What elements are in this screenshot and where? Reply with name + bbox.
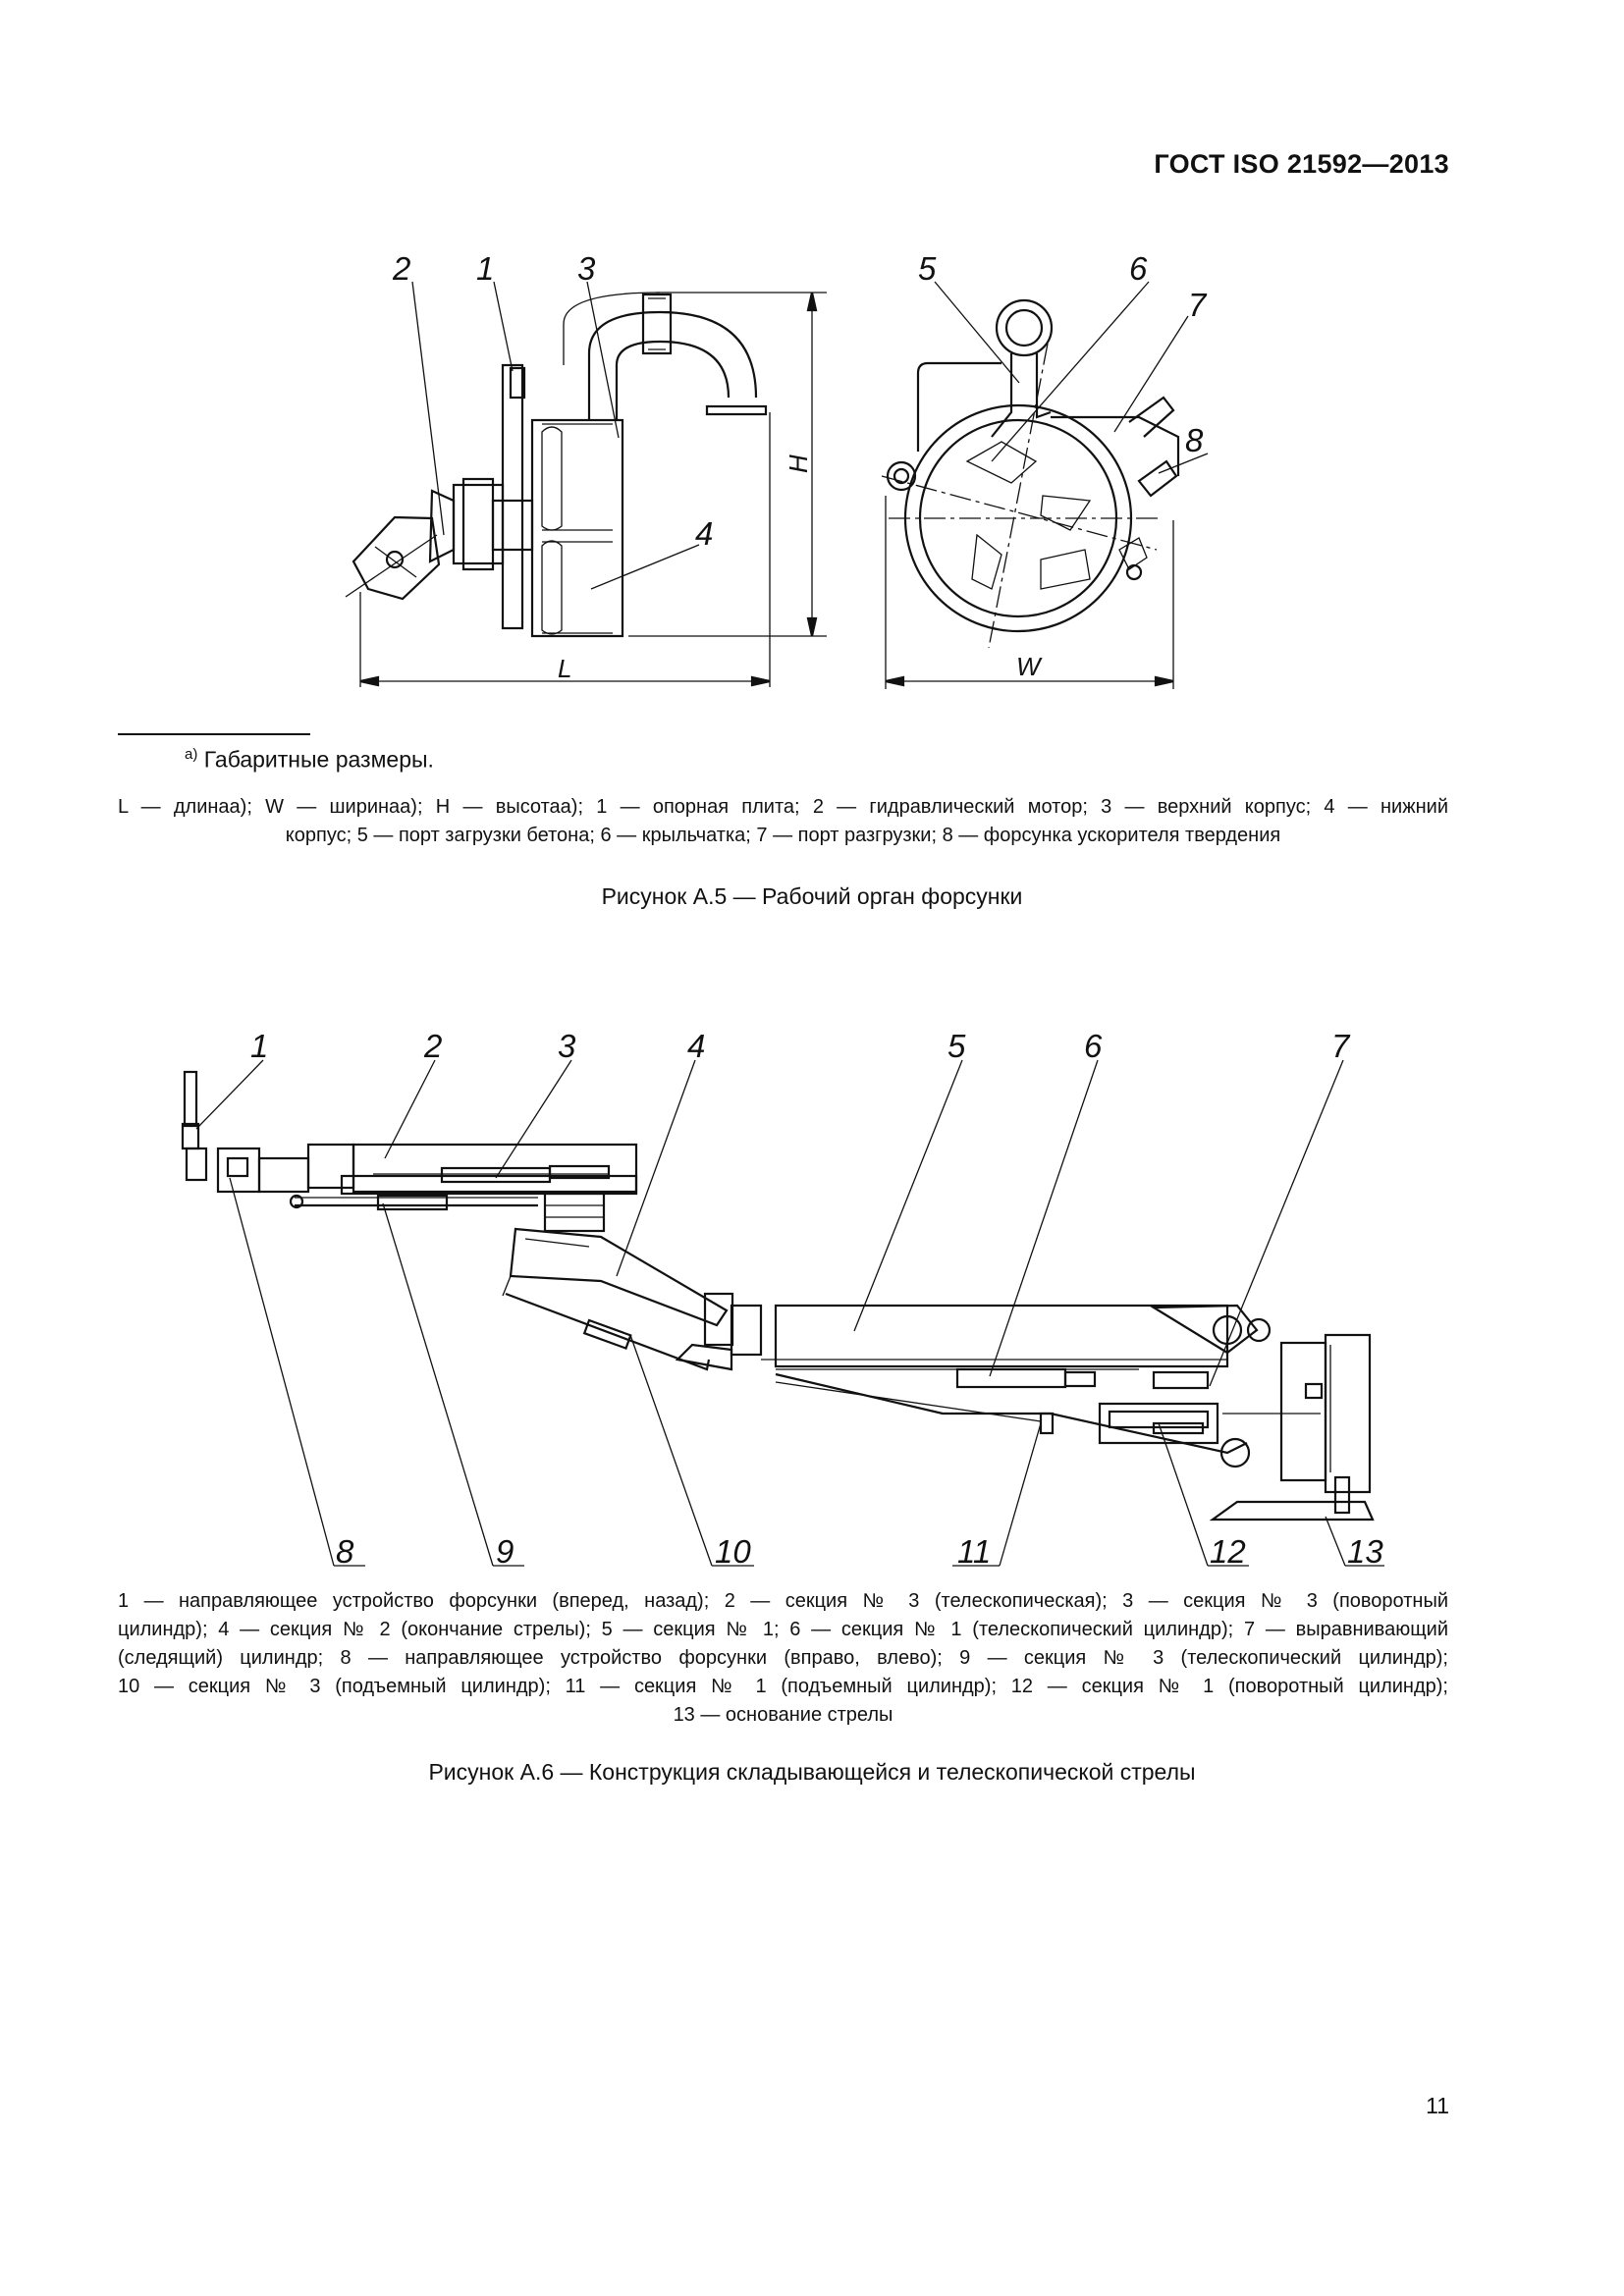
callout-a6-6: 6 <box>1084 1028 1103 1064</box>
callout-a6-8: 8 <box>336 1533 354 1570</box>
callout-1: 1 <box>476 250 494 287</box>
figure-a6-caption: Рисунок А.6 — Конструкция складывающейся… <box>428 1759 1196 1785</box>
callout-a6-12: 12 <box>1210 1533 1246 1570</box>
dim-length-label: L <box>558 654 571 683</box>
callout-a6-10: 10 <box>715 1533 751 1570</box>
callout-2: 2 <box>392 250 410 287</box>
footnote-separator <box>118 733 310 735</box>
callout-a6-3: 3 <box>558 1028 576 1064</box>
figure-a5-caption: Рисунок А.5 — Рабочий орган форсунки <box>601 883 1023 909</box>
legend-a5-line-2: корпус; 5 — порт загрузки бетона; 6 — кр… <box>285 825 1281 846</box>
callout-a6-1: 1 <box>250 1028 268 1064</box>
callout-4: 4 <box>695 515 713 552</box>
callout-a6-5: 5 <box>947 1028 966 1064</box>
footnote-text: Габаритные размеры. <box>203 746 434 773</box>
legend-a5-line-1: L — длинаа); W — ширинаа); H — высотаа);… <box>118 796 1448 818</box>
callout-3: 3 <box>577 250 596 287</box>
legend-a6: 1 — направляющее устройство форсунки (вп… <box>118 1587 1448 1730</box>
callout-a6-2: 2 <box>423 1028 442 1064</box>
legend-a6-line-5: 13 — основание стрелы <box>673 1704 893 1726</box>
legend-a6-line-1: 1 — направляющее устройство форсунки (вп… <box>118 1590 1448 1612</box>
dim-width-label: W <box>1016 652 1043 681</box>
legend-a6-line-2: цилиндр); 4 — секция № 2 (окончание стре… <box>118 1619 1448 1640</box>
figure-a5-side-view: 2 1 3 4 L H <box>345 250 827 687</box>
figure-a6-boom: 1 2 3 4 5 6 7 8 9 10 11 12 13 <box>181 1028 1384 1570</box>
callout-5: 5 <box>918 250 937 287</box>
footnote: а) Габаритные размеры. <box>185 746 434 774</box>
legend-a6-line-3: (следящий) цилиндр; 8 — направляющее уст… <box>118 1647 1448 1669</box>
figure-a5-front-view: 5 6 7 8 W <box>881 250 1209 689</box>
document-header: ГОСТ ISO 21592—2013 <box>1154 149 1449 179</box>
legend-a6-line-4: 10 — секция № 3 (подъемный цилиндр); 11 … <box>118 1676 1448 1697</box>
callout-a6-9: 9 <box>496 1533 514 1570</box>
callout-a6-7: 7 <box>1331 1028 1351 1064</box>
callout-a6-4: 4 <box>687 1028 705 1064</box>
legend-a5: L — длинаа); W — ширинаа); H — высотаа);… <box>118 793 1448 850</box>
callout-a6-13: 13 <box>1347 1533 1383 1570</box>
callout-a6-11: 11 <box>957 1533 991 1570</box>
callout-8: 8 <box>1185 422 1204 458</box>
footnote-marker: а) <box>185 746 198 763</box>
page-number: 11 <box>1426 2093 1449 2118</box>
dim-height-label: H <box>784 454 813 473</box>
callout-6: 6 <box>1129 250 1148 287</box>
callout-7: 7 <box>1188 287 1208 323</box>
